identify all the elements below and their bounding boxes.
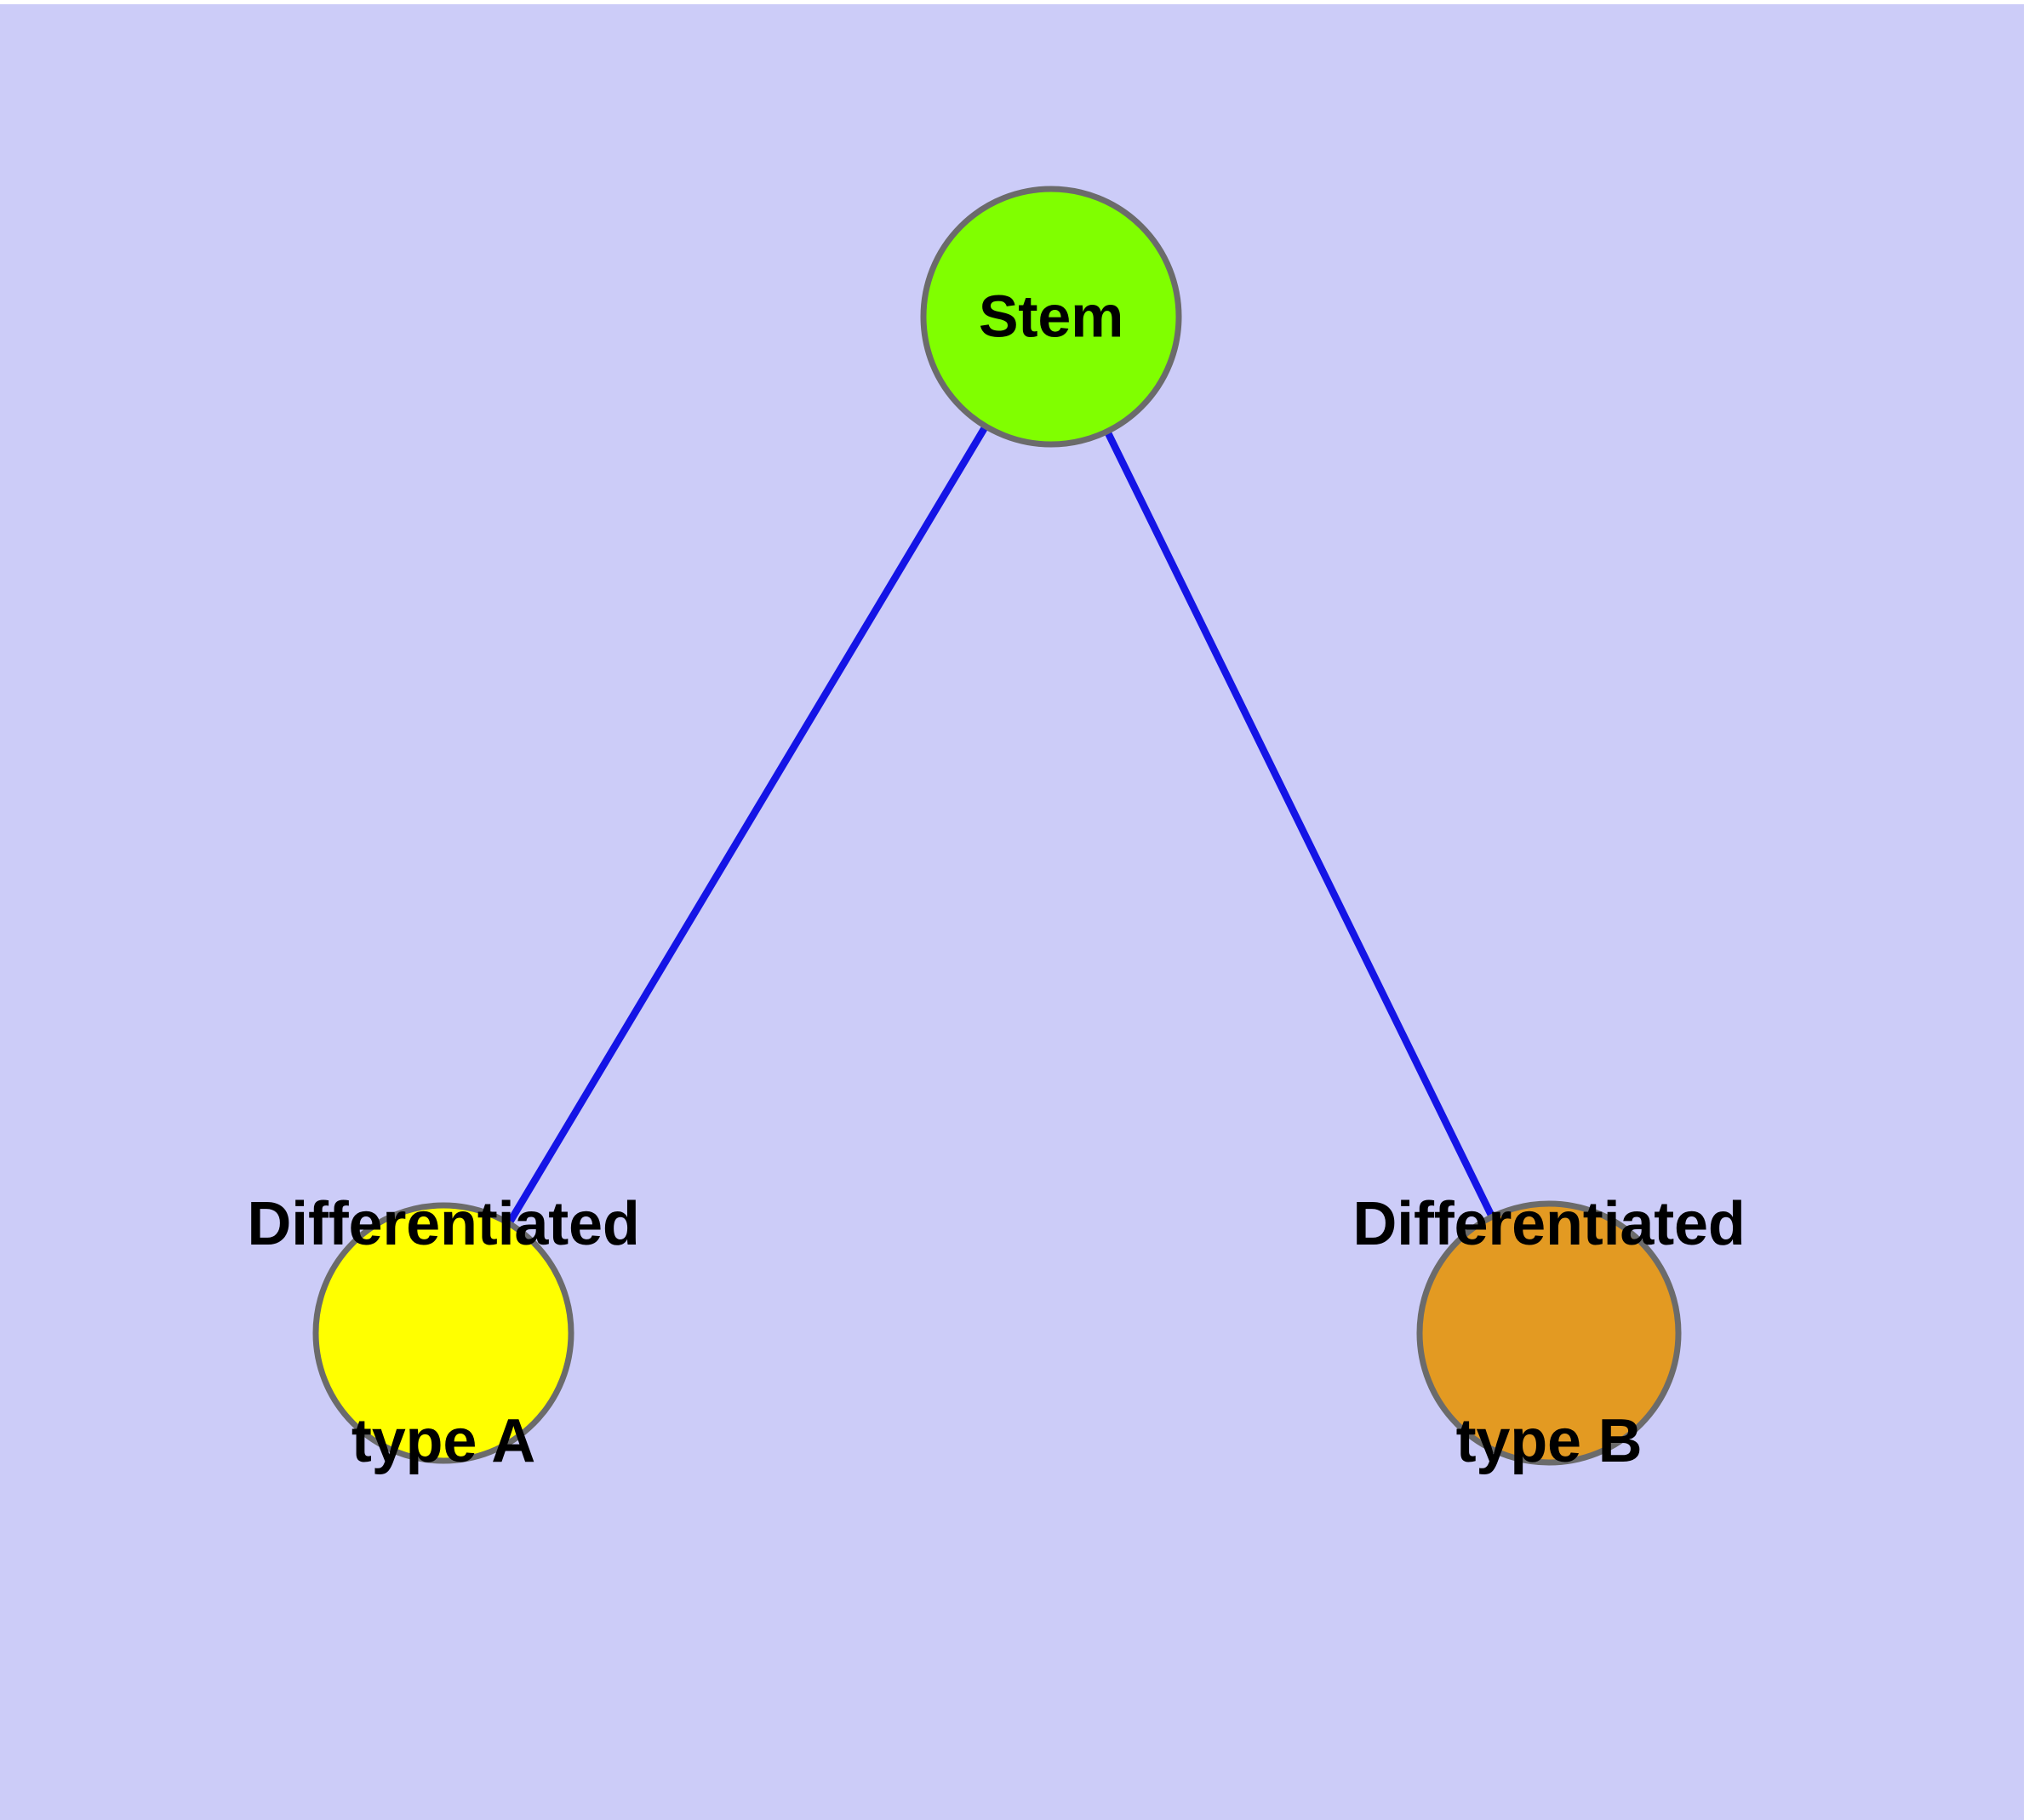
edge-layer: [503, 420, 1498, 1229]
node-differentiated-type-a[interactable]: [312, 1202, 574, 1464]
edge-stem-to-differentiated-type-a[interactable]: [503, 420, 992, 1229]
edge-stem-to-differentiated-type-b[interactable]: [1101, 425, 1498, 1222]
node-stem[interactable]: [920, 186, 1182, 448]
node-differentiated-type-b[interactable]: [1416, 1200, 1682, 1466]
node-layer: [312, 186, 1682, 1466]
